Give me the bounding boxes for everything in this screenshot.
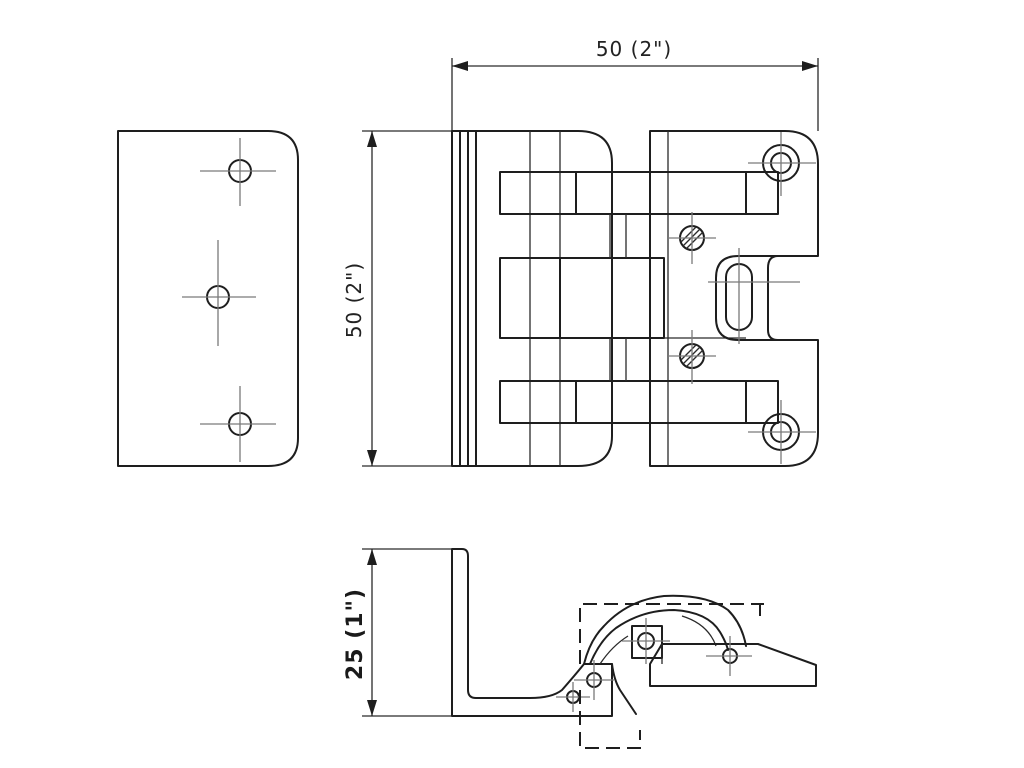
profile-view-hinge <box>451 548 817 749</box>
adjustment-screw-top <box>668 212 716 264</box>
front-hole-bottom <box>748 400 816 464</box>
height-dimension: 50 (2") <box>342 130 452 467</box>
height-dimension-label: 50 (2") <box>342 262 366 338</box>
side-view-plate <box>117 130 299 467</box>
width-dimension: 50 (2") <box>451 37 819 131</box>
adjustment-slot <box>708 248 800 344</box>
front-hole-top <box>748 132 816 196</box>
plate-hole-bottom <box>200 386 276 462</box>
front-view-hinge <box>451 130 819 467</box>
plate-hole-top <box>200 138 276 206</box>
depth-dimension: 25 (1") <box>343 548 452 717</box>
adjustment-screw-bottom <box>668 330 716 384</box>
plate-hole-middle <box>182 240 256 346</box>
depth-dimension-label: 25 (1") <box>343 588 368 680</box>
width-dimension-label: 50 (2") <box>596 37 672 61</box>
